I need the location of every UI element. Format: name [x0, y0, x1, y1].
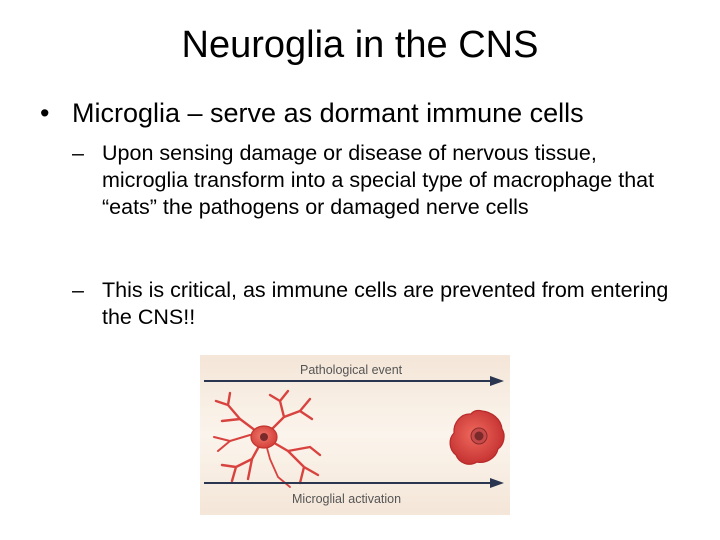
sub-bullet-text: Upon sensing damage or disease of nervou… [102, 141, 655, 219]
sub-bullet-marker: – [72, 278, 84, 302]
bullet-text: Microglia – serve as dormant immune cell… [72, 98, 584, 128]
slide-title: Neuroglia in the CNS [181, 24, 539, 66]
right-arrow-icon [204, 376, 504, 386]
bottom-arrow-label: Microglial activation [292, 492, 401, 506]
sub-bullet-text: This is critical, as immune cells are pr… [102, 278, 669, 329]
activated-microglia-icon [449, 409, 505, 465]
sub-bullet-marker: – [72, 141, 84, 165]
right-arrow-icon [204, 478, 504, 488]
ramified-microglia-icon [213, 389, 322, 488]
microglia-activation-figure: Pathological event Microglial act [200, 355, 510, 515]
bullet-marker: • [40, 98, 50, 128]
top-arrow-label: Pathological event [300, 363, 403, 377]
